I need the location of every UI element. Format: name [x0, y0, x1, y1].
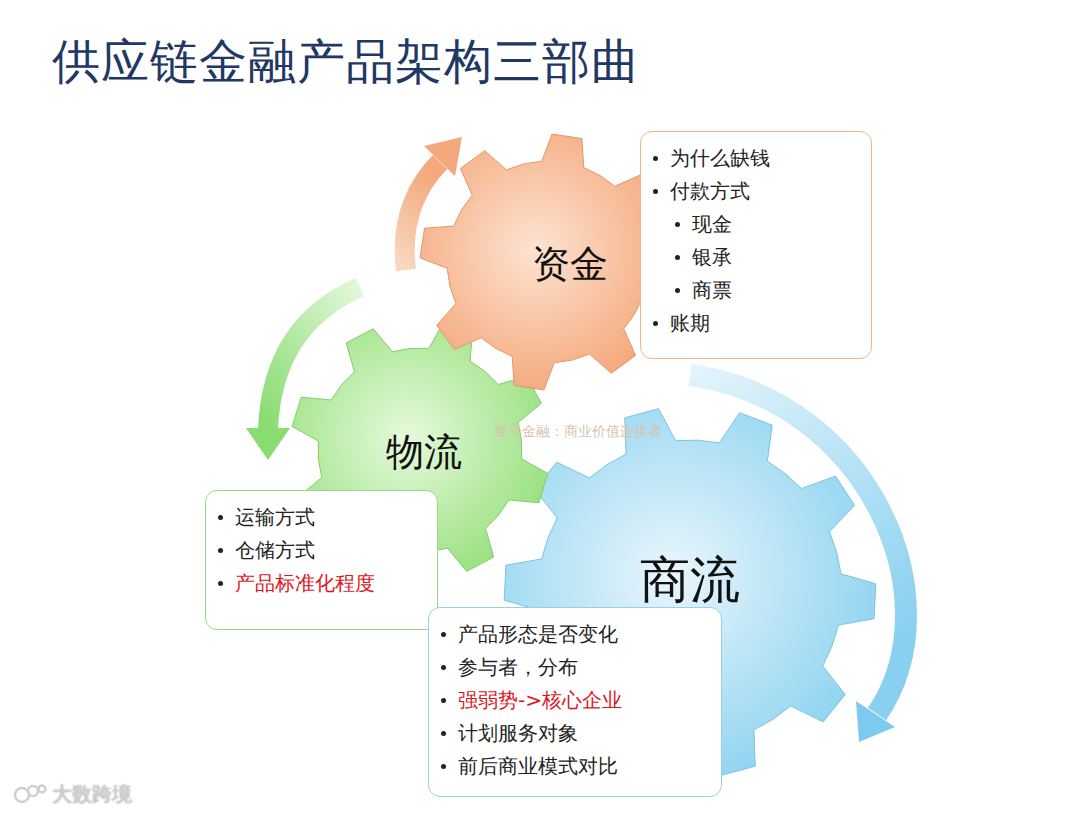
arrow-head: [246, 428, 290, 460]
bullet-text: 前后商业模式对比: [458, 753, 618, 780]
bullet-text: 运输方式: [235, 504, 315, 531]
bullet-dot: [218, 581, 223, 586]
bullet-dot: [675, 255, 680, 260]
bullet-dot: [218, 515, 223, 520]
bullet-text: 参与者，分布: [458, 654, 578, 681]
bullet-dot: [441, 698, 446, 703]
bullet-text: 仓储方式: [235, 537, 315, 564]
bullet-text: 账期: [670, 310, 710, 337]
gear-label: 物流: [386, 427, 462, 478]
bullet-dot: [675, 288, 680, 293]
bullet-dot: [218, 548, 223, 553]
bullet-text: 现金: [692, 211, 732, 238]
gear-shape: 资金: [420, 134, 676, 390]
note-box: 运输方式仓储方式产品标准化程度: [205, 490, 438, 630]
bullet-dot: [441, 632, 446, 637]
bullet-dot: [653, 156, 658, 161]
bullet-dot: [441, 764, 446, 769]
bullet-row: 商票: [653, 274, 857, 307]
brand-watermark: 大数跨境: [52, 781, 132, 808]
arrow-head: [424, 137, 462, 176]
bullet-text: 为什么缺钱: [670, 145, 770, 172]
bullet-dot: [441, 665, 446, 670]
note-box: 产品形态是否变化参与者，分布强弱势->核心企业计划服务对象前后商业模式对比: [428, 607, 722, 797]
bullet-row: 为什么缺钱: [653, 142, 857, 175]
bullet-row: 账期: [653, 307, 857, 340]
bullet-row: 现金: [653, 208, 857, 241]
bullet-text: 产品标准化程度: [235, 570, 375, 597]
bullet-row: 仓储方式: [218, 534, 423, 567]
bullet-text: 计划服务对象: [458, 720, 578, 747]
bullet-dot: [653, 189, 658, 194]
gear-label: 商流: [640, 547, 740, 614]
bullet-row: 运输方式: [218, 501, 423, 534]
bullet-row: 产品形态是否变化: [441, 618, 707, 651]
bullet-text: 付款方式: [670, 178, 750, 205]
bullet-text: 产品形态是否变化: [458, 621, 618, 648]
brand-logo: [15, 786, 46, 803]
bullet-row: 付款方式: [653, 175, 857, 208]
arrow-head: [856, 701, 895, 742]
bullet-text: 强弱势->核心企业: [458, 687, 622, 714]
bullet-row: 前后商业模式对比: [441, 750, 707, 783]
watermark: 壹号金融：商业价值连接者: [494, 423, 662, 441]
bullet-row: 银承: [653, 241, 857, 274]
bullet-row: 计划服务对象: [441, 717, 707, 750]
note-box: 为什么缺钱付款方式现金银承商票账期: [640, 131, 872, 359]
logo-ring: [39, 786, 46, 793]
bullet-dot: [675, 222, 680, 227]
bullet-text: 银承: [692, 244, 732, 271]
bullet-dot: [441, 731, 446, 736]
logo-ring: [28, 786, 38, 796]
bullet-row: 产品标准化程度: [218, 567, 423, 600]
bullet-dot: [653, 321, 658, 326]
bullet-row: 强弱势->核心企业: [441, 684, 707, 717]
gear-label: 资金: [532, 239, 608, 290]
bullet-row: 参与者，分布: [441, 651, 707, 684]
bullet-text: 商票: [692, 277, 732, 304]
diagram-title: 供应链金融产品架构三部曲: [52, 30, 640, 94]
